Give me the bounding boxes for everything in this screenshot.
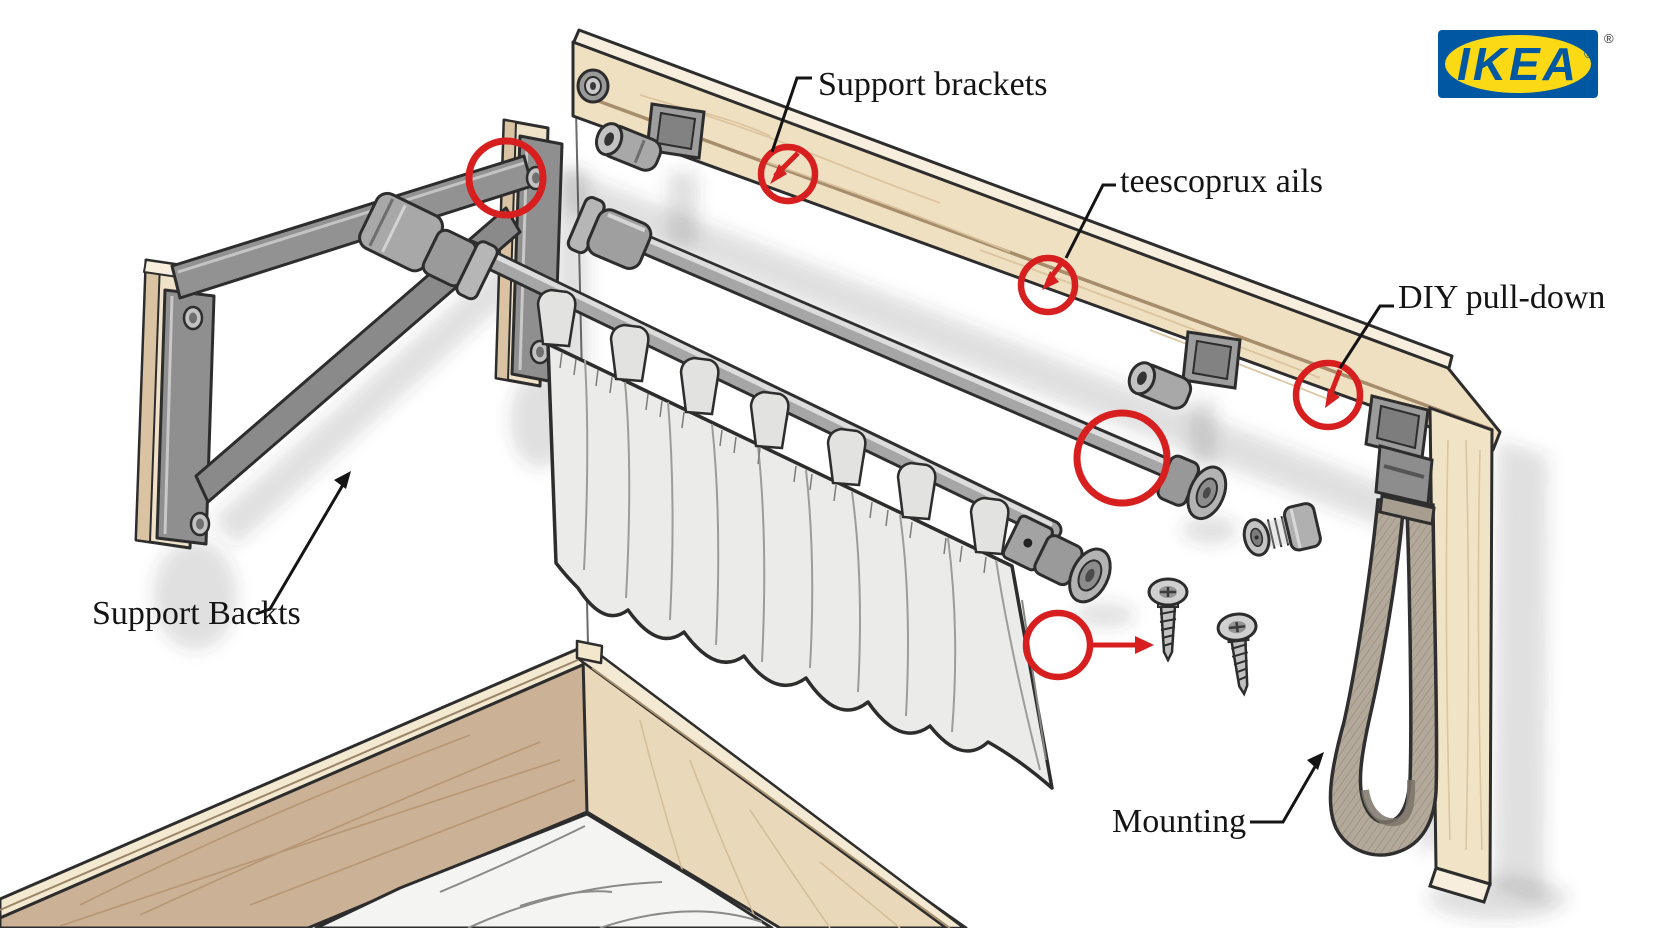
highlight-circle-bracket-joint <box>465 137 547 219</box>
bed-corner-block <box>575 639 604 665</box>
ikea-logo: IKEA ® ® <box>1438 30 1614 98</box>
ikea-registered-inner: ® <box>1584 46 1594 61</box>
strap-top-wrap <box>1378 494 1436 526</box>
peg-bracket-1 <box>594 102 706 172</box>
highlight-circle-pulldown <box>1292 359 1364 431</box>
leader-diy-pulldown <box>1338 304 1394 369</box>
label-diy-pull-down: DIY pull-down <box>1398 279 1605 316</box>
label-support-backts: Support Backts <box>92 595 301 632</box>
curtain-hem-gathers <box>559 351 987 574</box>
telescoping-rail-upper <box>566 196 1228 521</box>
ikea-logo-ellipse <box>1445 35 1591 93</box>
diagram-labels: Support brackets teescoprux ails DIY pul… <box>92 66 1605 840</box>
label-mounting: Mounting <box>1112 803 1246 840</box>
leader-support-backts <box>255 482 346 616</box>
leader-support-brackets <box>770 76 812 153</box>
ikea-registered-outer: ® <box>1604 31 1614 46</box>
leader-mounting <box>1250 764 1318 824</box>
leader-telescoping-rails <box>1064 183 1116 259</box>
peg-bracket-2 <box>1127 330 1242 410</box>
strap-loop <box>1328 498 1439 857</box>
highlight-circle-support-bracket <box>757 143 819 205</box>
curtain-tab-rings <box>536 288 1010 556</box>
connector-bolt <box>1242 502 1322 557</box>
highlight-circle-rail-label <box>1017 254 1079 316</box>
curtain <box>536 288 1054 790</box>
support-bracket-left <box>134 118 564 550</box>
leader-lines <box>255 76 1394 824</box>
highlight-circle-screws <box>1022 609 1094 681</box>
bed-frame <box>0 639 968 928</box>
screw-vertical-1 <box>1147 577 1189 663</box>
rail-lower-right-end <box>1001 514 1112 604</box>
rail-upper-left-cap <box>566 196 653 270</box>
wood-post <box>1428 405 1494 904</box>
pillow-creases <box>439 825 763 928</box>
pillow <box>314 812 774 928</box>
ikea-logo-word: IKEA <box>1457 38 1579 90</box>
screw-vertical-2 <box>1216 612 1258 697</box>
curtain-folds <box>583 359 1047 771</box>
highlight-annotations <box>465 137 1364 681</box>
strap-assembly <box>1328 394 1439 857</box>
red-arrows <box>770 151 1343 654</box>
highlight-circle-rail <box>1073 409 1171 507</box>
rail-lower-left-coupler <box>358 191 499 301</box>
header-board <box>571 28 1502 471</box>
label-telescoping-rails: teescoprux ails <box>1120 163 1323 200</box>
label-support-brackets: Support brackets <box>818 66 1047 103</box>
curtain-panel <box>546 342 1054 790</box>
bracket-brace <box>194 206 522 504</box>
grommet-left <box>576 68 610 104</box>
